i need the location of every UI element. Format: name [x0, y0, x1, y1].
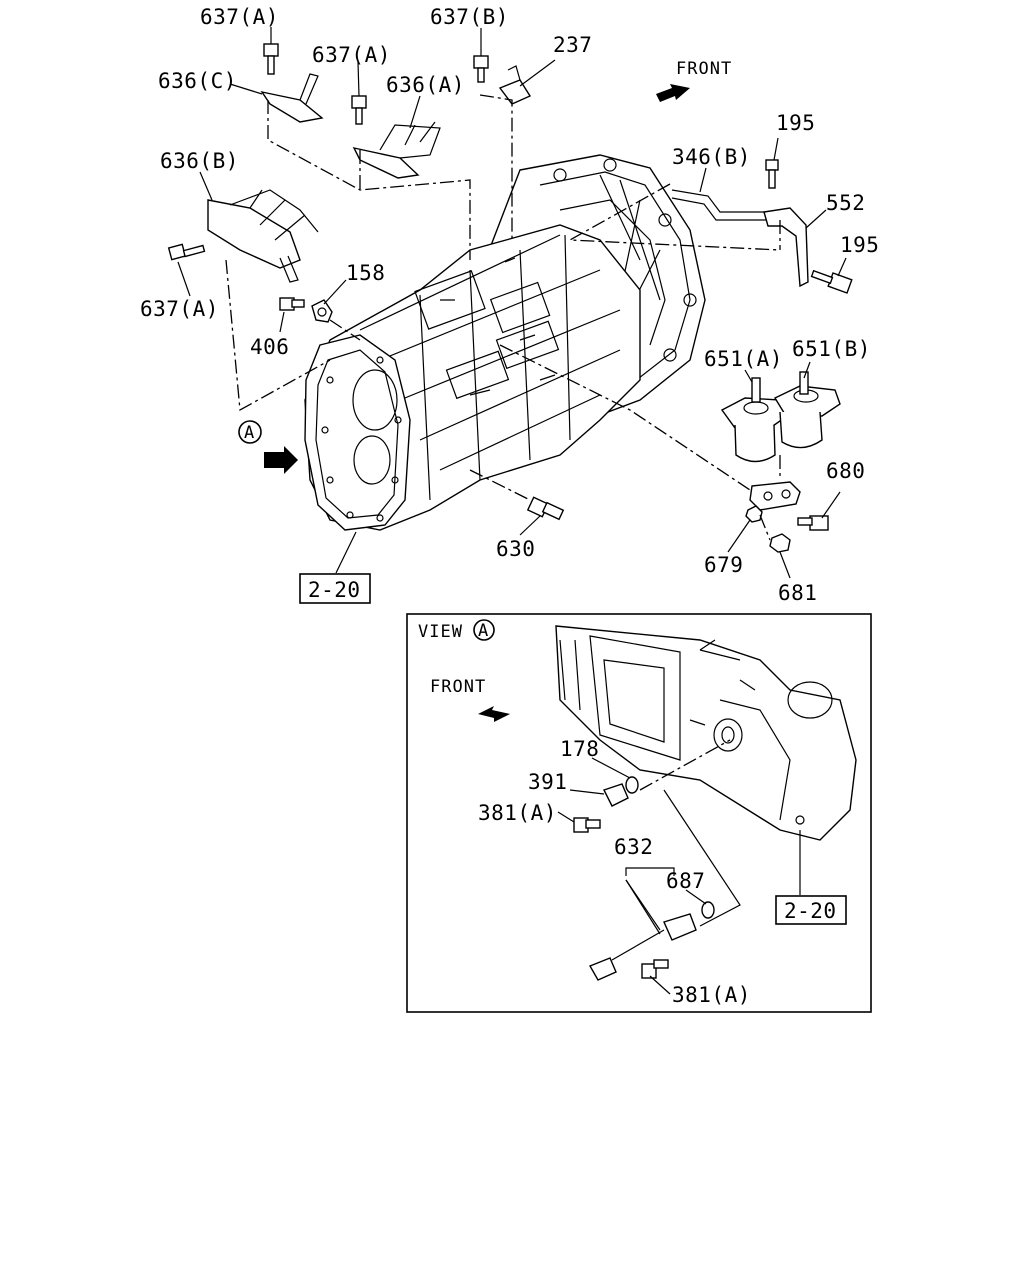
- callout-labels: 637(A) 636(C) 637(A) 636(A) 637(B) 237 F…: [140, 5, 879, 605]
- callout-680: 680: [826, 459, 865, 483]
- ref-label-view-a: 2-20: [784, 899, 837, 923]
- o-ring-178: [625, 776, 639, 794]
- callout-158: 158: [346, 261, 385, 285]
- callout-632: 632: [614, 835, 653, 859]
- mount-651-group: [720, 371, 841, 463]
- brackets-group: [167, 43, 532, 323]
- callout-381a-bottom: 381(A): [672, 983, 751, 1007]
- callout-636a: 636(A): [386, 73, 465, 97]
- bracket-552-group: [671, 159, 853, 294]
- callout-636b: 636(B): [160, 149, 239, 173]
- callout-406: 406: [250, 335, 289, 359]
- callout-679: 679: [704, 553, 743, 577]
- leader-lines: [177, 27, 847, 579]
- ref-label-main: 2-20: [308, 578, 361, 602]
- transmission-assembly: [304, 154, 706, 531]
- callout-651a: 651(A): [704, 347, 783, 371]
- callout-237: 237: [553, 33, 592, 57]
- callout-346b: 346(B): [672, 145, 751, 169]
- sensor-391: [603, 783, 629, 807]
- callout-681: 681: [778, 581, 817, 605]
- callout-195-top: 195: [776, 111, 815, 135]
- callout-637b: 637(B): [430, 5, 509, 29]
- bolt-637a-top: [263, 43, 279, 75]
- callout-381a-top: 381(A): [478, 801, 557, 825]
- view-a-frame: [406, 613, 872, 1013]
- callout-637a-left: 637(A): [140, 297, 219, 321]
- view-a-marker-letter: A: [244, 423, 255, 443]
- callout-636c: 636(C): [158, 69, 237, 93]
- view-a-title: VIEW: [418, 622, 463, 642]
- view-a-front-arrow-icon: [478, 706, 510, 722]
- connector-plug: [588, 957, 617, 981]
- view-a-title-marker: A: [478, 621, 489, 641]
- sensor-630: [526, 496, 565, 521]
- callout-630: 630: [496, 537, 535, 561]
- bracket-679-group: [745, 481, 829, 553]
- ref-box-view-a: [775, 895, 847, 925]
- callout-637a-top: 637(A): [200, 5, 279, 29]
- front-label: FRONT: [676, 59, 732, 79]
- circle-a-marker-icon: [238, 420, 262, 444]
- o-ring-687: [701, 901, 715, 919]
- view-a-title-circle-icon: [473, 619, 495, 641]
- callout-552: 552: [826, 191, 865, 215]
- callout-651b: 651(B): [792, 337, 871, 361]
- callout-687: 687: [666, 869, 705, 893]
- bolt-381a-bottom: [641, 963, 657, 979]
- callout-195-right: 195: [840, 233, 879, 257]
- view-a-inset: VIEW A FRONT: [406, 613, 872, 1013]
- sensor-632: [663, 913, 697, 941]
- callout-391: 391: [528, 770, 567, 794]
- callout-637a-mid: 637(A): [312, 43, 391, 67]
- view-a-front-label: FRONT: [430, 677, 486, 697]
- callout-178: 178: [560, 737, 599, 761]
- ref-box-main: [299, 573, 371, 604]
- view-direction-arrow-icon: [264, 446, 298, 474]
- front-arrow-icon: [656, 84, 690, 102]
